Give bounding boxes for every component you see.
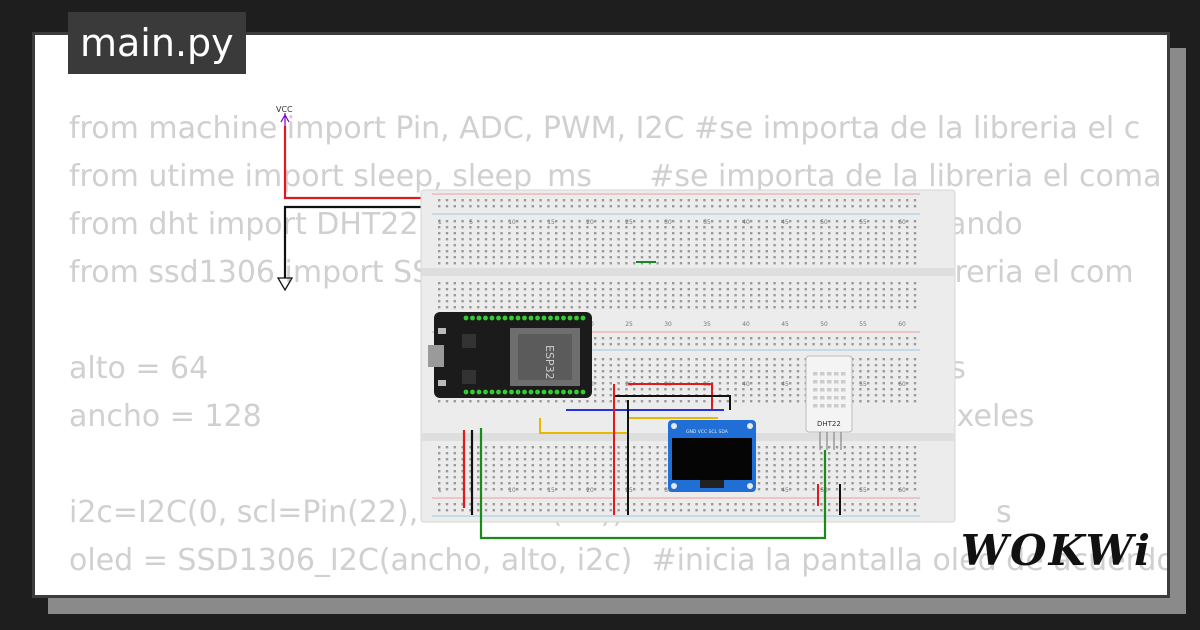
oled-pin-labels: GND VCC SCL SDA [686,429,729,435]
column-number: 15 [547,487,555,494]
vcc-label: VCC [276,105,293,114]
oled-gnd-wire[interactable] [615,395,731,410]
esp32-board[interactable]: ESP32 [428,312,592,398]
column-number: 40 [742,381,750,388]
esp32-label: ESP32 [543,345,556,380]
column-number: 15 [547,219,555,226]
column-number: 60 [898,219,906,226]
column-number: 60 [898,321,906,328]
wokwi-logo: WOKWi [960,526,1152,575]
column-number: 1 [438,487,442,494]
column-number: 1 [438,219,442,226]
column-number: 45 [781,219,789,226]
column-number: 45 [781,381,789,388]
column-number: 30 [664,487,672,494]
column-number: 10 [508,487,516,494]
column-number: 60 [898,381,906,388]
column-number: 25 [625,219,633,226]
column-number: 55 [859,321,867,328]
dht22-label: DHT22 [817,420,841,428]
column-number: 25 [625,487,633,494]
column-number: 5 [469,219,473,226]
dht-data-wire[interactable] [479,428,827,540]
column-number: 40 [742,321,750,328]
column-number: 25 [625,321,633,328]
column-number: 30 [664,321,672,328]
dht22-sensor[interactable]: DHT22 [805,355,853,450]
oled-vcc-wire[interactable] [628,383,713,410]
column-number: 55 [859,381,867,388]
column-number: 10 [508,219,516,226]
column-number: 50 [820,219,828,226]
file-tab[interactable]: main.py [68,12,246,74]
column-number: 60 [898,487,906,494]
code-background: from machine import Pin, ADC, PWM, I2C #… [69,105,1169,595]
column-number: 45 [781,321,789,328]
column-number: 55 [859,487,867,494]
column-number: 40 [742,219,750,226]
code-line: ancho = 128 ixeles [69,399,1035,434]
column-number: 35 [703,219,711,226]
code-line: oled = SSD1306_I2C(ancho, alto, i2c) #in… [69,543,1169,578]
column-number: 30 [664,219,672,226]
vcc-wire[interactable] [283,126,470,200]
code-line: from machine import Pin, ADC, PWM, I2C #… [69,111,1141,146]
column-number: 35 [703,321,711,328]
ground-icon [276,277,294,292]
column-number: 20 [586,219,594,226]
column-number: 55 [859,219,867,226]
code-line: from utime import sleep, sleep_ms #se im… [69,159,1162,194]
oled-display[interactable]: GND VCC SCL SDA [668,420,756,492]
code-line: dht = DHT22(Pin(15)) #configuracion sens… [69,585,1167,595]
column-number: 20 [586,487,594,494]
column-number: 50 [820,321,828,328]
column-number: 45 [781,487,789,494]
